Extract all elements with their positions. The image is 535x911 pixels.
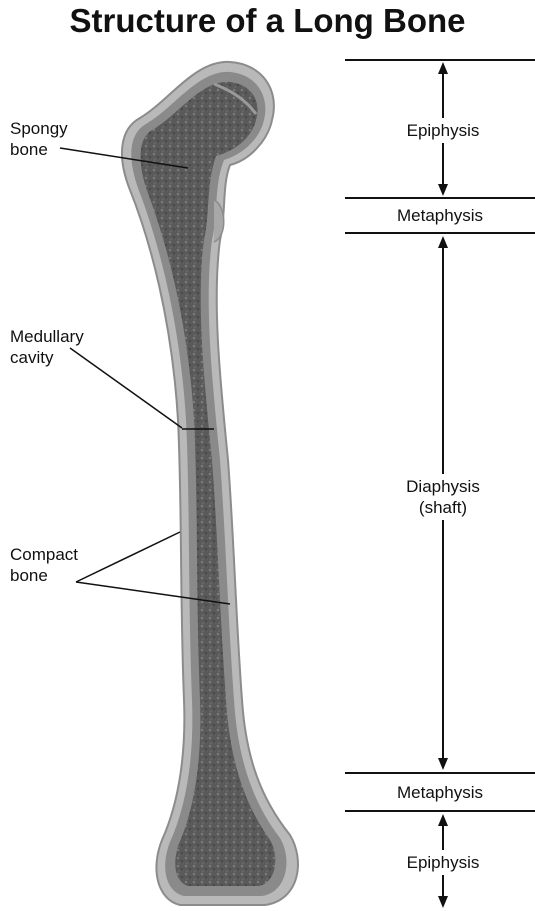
label-spongy-bone-line2: bone — [10, 139, 68, 160]
region-metaphysis-bottom: Metaphysis — [345, 780, 535, 805]
region-metaphysis-top: Metaphysis — [345, 203, 535, 228]
region-diaphysis-line1: Diaphysis — [385, 476, 501, 497]
region-diaphysis-line2: (shaft) — [385, 497, 501, 518]
region-epiphysis-bottom: Epiphysis — [393, 850, 493, 875]
region-diaphysis: Diaphysis (shaft) — [385, 474, 501, 520]
label-medullary-cavity: Medullary cavity — [10, 326, 84, 368]
label-medullary-cavity-line2: cavity — [10, 347, 84, 368]
label-spongy-bone: Spongy bone — [10, 118, 68, 160]
label-compact-bone: Compact bone — [10, 544, 78, 586]
label-spongy-bone-line1: Spongy — [10, 118, 68, 139]
label-compact-bone-line2: bone — [10, 565, 78, 586]
label-compact-bone-line1: Compact — [10, 544, 78, 565]
region-epiphysis-top: Epiphysis — [393, 118, 493, 143]
pointer-compact-bone-a — [76, 532, 180, 582]
pointer-medullary-cavity — [70, 348, 182, 428]
label-medullary-cavity-line1: Medullary — [10, 326, 84, 347]
spongy-bone-interior — [141, 82, 276, 886]
